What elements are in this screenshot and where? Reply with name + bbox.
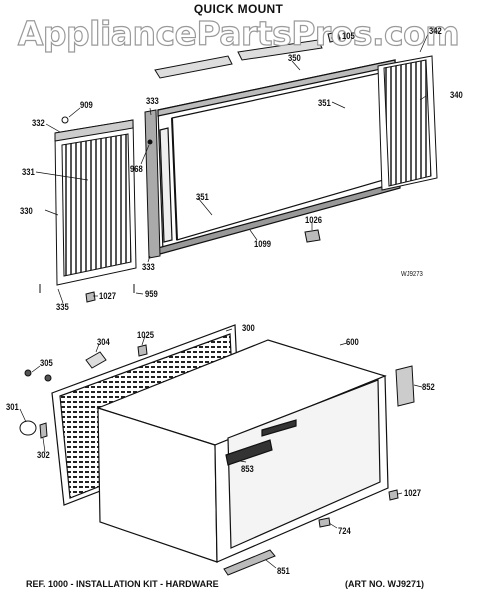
part-label-1027-upper: 1027	[99, 291, 117, 301]
part-label-331: 331	[22, 167, 35, 177]
part-label-304: 304	[97, 337, 110, 347]
part-label-909: 909	[80, 100, 93, 110]
part-label-959: 959	[145, 289, 158, 299]
part-label-301: 301	[6, 402, 19, 412]
part-label-851: 851	[277, 566, 290, 576]
leader-lines	[19, 33, 429, 569]
part-label-333-lower: 333	[142, 262, 155, 272]
part-label-724: 724	[338, 526, 351, 536]
cabinet-case	[96, 339, 389, 563]
rail-333	[144, 109, 161, 259]
part-label-332: 332	[32, 118, 45, 128]
footer-art-number: (ART NO. WJ9271)	[345, 579, 425, 589]
part-label-305: 305	[40, 358, 53, 368]
part-label-853: 853	[241, 464, 254, 474]
part-label-350: 350	[288, 53, 301, 63]
part-label-351-upper: 351	[318, 98, 331, 108]
part-label-351-lower: 351	[196, 192, 209, 202]
part-label-105: 105	[342, 31, 355, 41]
part-label-340: 340	[450, 90, 463, 100]
part-label-302: 302	[37, 450, 50, 460]
part-label-852: 852	[422, 382, 435, 392]
part-label-1099: 1099	[254, 239, 272, 249]
part-label-1025: 1025	[137, 330, 155, 340]
part-label-330: 330	[20, 206, 33, 216]
part-label-335: 335	[56, 302, 69, 312]
watermark-text: AppliancePartsPros.com	[17, 13, 460, 53]
art-code-label: WJ9273	[401, 271, 423, 278]
part-label-333-upper: 333	[146, 96, 159, 106]
support-851	[223, 549, 276, 576]
footer-reference: REF. 1000 - INSTALLATION KIT - HARDWARE	[26, 579, 219, 589]
side-panel-right	[377, 55, 438, 191]
small-hardware-lower	[19, 344, 415, 528]
part-label-300: 300	[242, 323, 255, 333]
part-label-342: 342	[429, 26, 442, 36]
small-hardware-upper	[39, 116, 321, 303]
part-label-600: 600	[346, 337, 359, 347]
window-frame	[157, 59, 401, 255]
part-label-1027-lower: 1027	[404, 488, 422, 498]
part-label-1026: 1026	[305, 215, 323, 225]
part-label-968: 968	[130, 164, 143, 174]
side-panel-left	[54, 119, 137, 286]
seal-strips	[154, 31, 341, 79]
page-title: QUICK MOUNT	[193, 2, 284, 16]
